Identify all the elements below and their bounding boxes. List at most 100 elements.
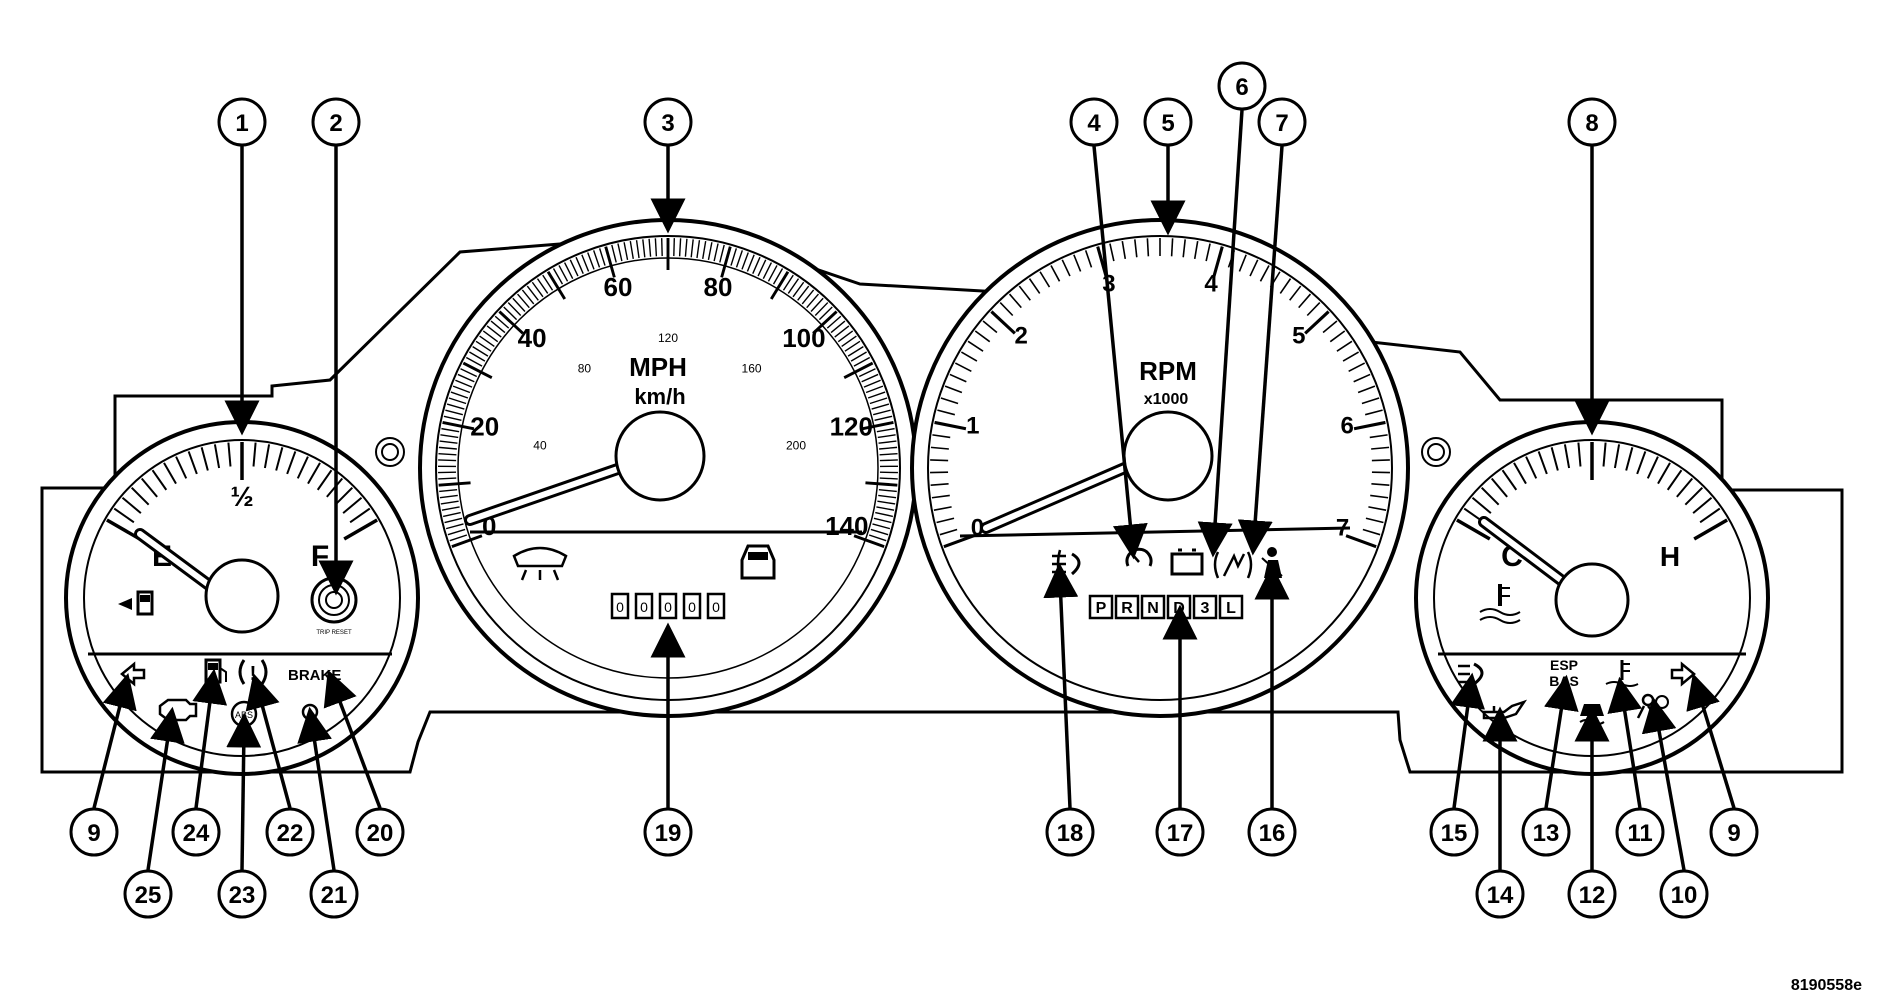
battery-icon bbox=[1170, 548, 1204, 576]
dial-tick bbox=[1537, 451, 1548, 475]
dial-tick bbox=[982, 320, 998, 334]
dial-tick bbox=[213, 444, 221, 469]
dial-tick bbox=[443, 415, 462, 421]
dial-tick bbox=[1625, 447, 1634, 471]
dial-tick bbox=[1298, 293, 1312, 309]
callout-circle bbox=[1143, 97, 1193, 147]
dial-tick bbox=[460, 368, 478, 378]
speedo-units-mph: MPH bbox=[629, 352, 687, 382]
dial-tick bbox=[507, 302, 522, 316]
dial-tick bbox=[1636, 451, 1647, 475]
dial-tick bbox=[642, 239, 646, 258]
gear-position-cell bbox=[1218, 594, 1244, 620]
dial-tick bbox=[1365, 517, 1384, 524]
dial-tick bbox=[1357, 385, 1376, 394]
callout-circle bbox=[643, 807, 693, 857]
gear-position-label: N bbox=[1147, 600, 1159, 617]
speedo-kmh-label: 40 bbox=[533, 439, 547, 453]
dial-tick bbox=[1306, 301, 1321, 317]
dial-tick bbox=[462, 361, 493, 379]
dial-tick bbox=[707, 242, 713, 261]
odometer-digit: 0 bbox=[712, 599, 720, 615]
callout-number: 12 bbox=[1579, 882, 1606, 909]
dial-tick bbox=[1329, 330, 1346, 343]
callout-leader bbox=[192, 668, 228, 809]
odometer-digit-cell bbox=[682, 592, 702, 620]
dial-tick bbox=[1692, 496, 1713, 514]
odometer-digit: 0 bbox=[688, 599, 696, 615]
dial-tick bbox=[592, 250, 601, 268]
dial-tick bbox=[949, 373, 967, 383]
dial-tick bbox=[439, 494, 458, 499]
dial-tick bbox=[1364, 409, 1383, 416]
fuel-door-icon bbox=[118, 590, 154, 616]
callout-circle bbox=[1567, 97, 1617, 147]
dial-tick bbox=[451, 534, 483, 549]
dial-tick bbox=[1602, 442, 1607, 467]
bas-label: BAS bbox=[1549, 673, 1579, 689]
dial-tick bbox=[875, 511, 894, 518]
callout-leader bbox=[297, 706, 336, 871]
dial-tick bbox=[853, 356, 871, 367]
gear-position-cell bbox=[1114, 594, 1140, 620]
dial-tick bbox=[873, 517, 892, 524]
dial-tick bbox=[936, 517, 955, 524]
dial-tick bbox=[449, 534, 468, 542]
callout-number: 21 bbox=[321, 882, 348, 909]
dial-tick bbox=[503, 306, 518, 321]
callout-circle bbox=[123, 869, 173, 919]
dial-tick bbox=[934, 420, 967, 431]
dial-tick bbox=[879, 477, 898, 480]
dial-tick bbox=[810, 297, 824, 312]
speedo-units-kmh: km/h bbox=[634, 384, 685, 409]
callout-number: 8 bbox=[1585, 110, 1598, 137]
callout-circle bbox=[1069, 97, 1119, 147]
callout-circle bbox=[1567, 869, 1617, 919]
gear-position-cell bbox=[1088, 594, 1114, 620]
callout-circle bbox=[355, 807, 405, 857]
temp-label-hot: H bbox=[1660, 541, 1680, 572]
dial-tick bbox=[720, 246, 732, 278]
dial-tick bbox=[438, 481, 471, 487]
dial-tick bbox=[611, 244, 617, 263]
dial-tick bbox=[870, 528, 889, 536]
speedo-mph-label: 100 bbox=[782, 323, 825, 353]
callout-leader bbox=[1686, 673, 1736, 809]
dial-tick bbox=[227, 442, 232, 467]
callout-leader bbox=[1607, 676, 1643, 809]
odometer-digit: 0 bbox=[616, 599, 624, 615]
dial-tick bbox=[834, 325, 850, 338]
dial-tick bbox=[526, 285, 539, 301]
speedo-mph-label: 140 bbox=[825, 511, 868, 541]
callout-circle bbox=[1429, 807, 1479, 857]
dial-tick bbox=[1370, 494, 1389, 499]
dial-tick bbox=[960, 351, 978, 362]
callout-number: 20 bbox=[367, 820, 394, 847]
dial-tick bbox=[1471, 496, 1492, 514]
dial-tick bbox=[879, 459, 898, 462]
dial-tick bbox=[1550, 447, 1559, 471]
dial-tick bbox=[441, 427, 460, 433]
dial-tick bbox=[879, 446, 898, 450]
tach-multiplier: x1000 bbox=[1144, 391, 1189, 408]
dial-tick bbox=[448, 397, 467, 405]
dial-tick bbox=[542, 274, 554, 291]
dial-tick bbox=[865, 481, 898, 487]
dial-tick bbox=[863, 379, 881, 388]
dial-tick bbox=[801, 289, 815, 305]
dial-tick bbox=[879, 452, 898, 456]
speedo-mph-label: 60 bbox=[604, 272, 633, 302]
dial-tick bbox=[868, 534, 887, 542]
dial-tick bbox=[563, 262, 574, 279]
abs-label: ABS bbox=[235, 710, 253, 720]
speedo-mph-label: 120 bbox=[830, 411, 873, 441]
dial-tick bbox=[1371, 459, 1390, 462]
callout-circle bbox=[1217, 61, 1267, 111]
dial-tick bbox=[877, 500, 896, 505]
callout-circle bbox=[171, 807, 221, 857]
dial-tick bbox=[861, 373, 879, 383]
dial-tick bbox=[876, 506, 895, 511]
gear-position-label: D bbox=[1173, 600, 1185, 617]
